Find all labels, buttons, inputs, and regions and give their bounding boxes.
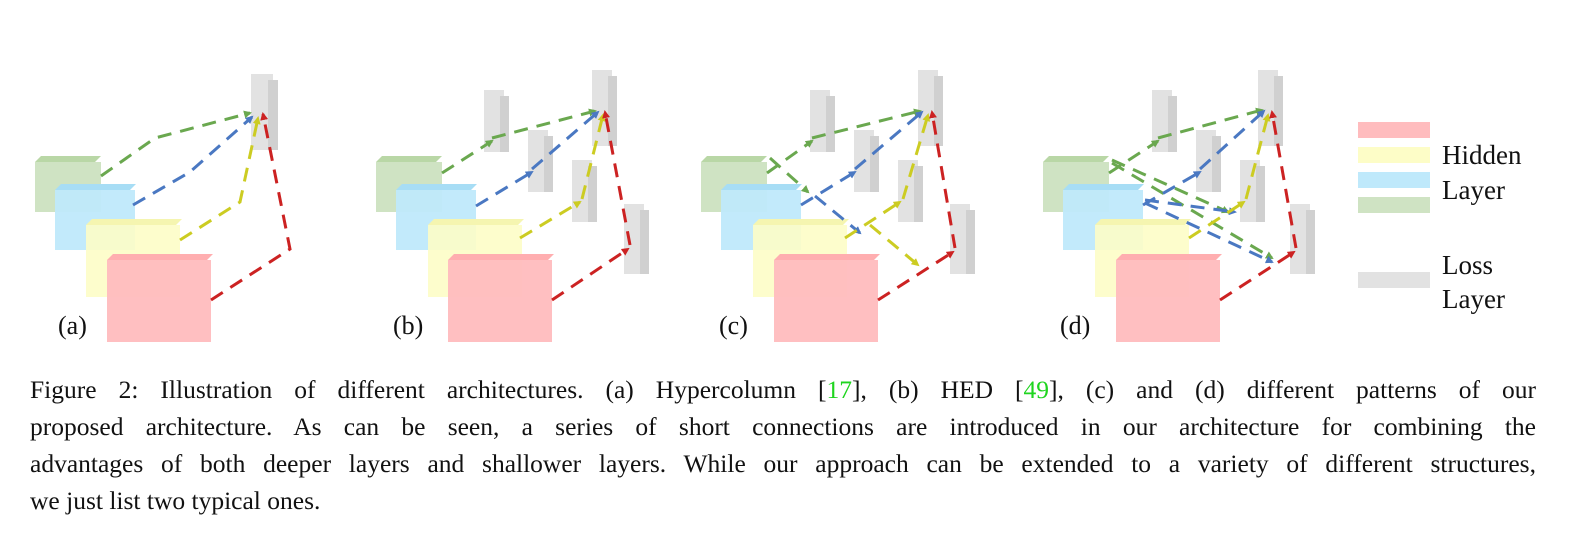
caption-text: Figure 2: Illustration of different arch… (30, 375, 827, 404)
caption-text: ], (b) HED [ (852, 375, 1024, 404)
hidden-layer-stack (1043, 156, 1222, 342)
legend-swatch-yellow (1358, 147, 1430, 163)
caption-line-2: proposed architecture. As can be seen, a… (30, 412, 1536, 441)
caption-line-3: advantages of both deeper layers and sha… (30, 449, 1536, 478)
legend-loss-label-1: Loss (1442, 250, 1493, 280)
hidden-layer-stack (701, 156, 880, 342)
legend-hidden-label-2: Layer (1442, 175, 1505, 205)
legend: Hidden Layer Loss Layer (1358, 122, 1522, 314)
citation-link[interactable]: 49 (1023, 375, 1050, 404)
architecture-diagram: (a) (b) (35, 70, 1522, 342)
legend-hidden-label-1: Hidden (1442, 140, 1522, 170)
panel-label-d: (d) (1060, 311, 1090, 340)
caption-line-4: we just list two typical ones. (30, 486, 321, 515)
legend-swatch-loss (1358, 272, 1430, 288)
caption-text: ], (c) and (d) different patterns of our (1049, 375, 1536, 404)
panel-c: (c) (701, 70, 975, 342)
loss-layer (251, 74, 278, 150)
citation-link[interactable]: 17 (826, 375, 853, 404)
hidden-layer-stack (35, 156, 213, 342)
panel-label-c: (c) (719, 311, 748, 340)
hidden-layer-stack (376, 156, 554, 342)
connection-arrows (766, 108, 957, 302)
legend-swatch-red (1358, 122, 1430, 138)
panel-label-b: (b) (393, 311, 423, 340)
caption-line-1: Figure 2: Illustration of different arch… (30, 371, 1536, 408)
panel-a: (a) (35, 74, 292, 342)
panel-b: (b) (376, 70, 649, 342)
loss-layers (810, 70, 975, 274)
panel-d: (d) (1043, 70, 1315, 342)
legend-swatch-blue (1358, 172, 1430, 188)
connection-arrows (1108, 107, 1298, 302)
figure-caption: Figure 2: Illustration of different arch… (30, 371, 1536, 519)
connection-arrows (441, 108, 632, 302)
panel-label-a: (a) (58, 311, 87, 340)
connection-arrows (100, 110, 292, 302)
legend-swatch-green (1358, 197, 1430, 213)
loss-layers (484, 70, 649, 274)
legend-loss-label-2: Layer (1442, 284, 1505, 314)
